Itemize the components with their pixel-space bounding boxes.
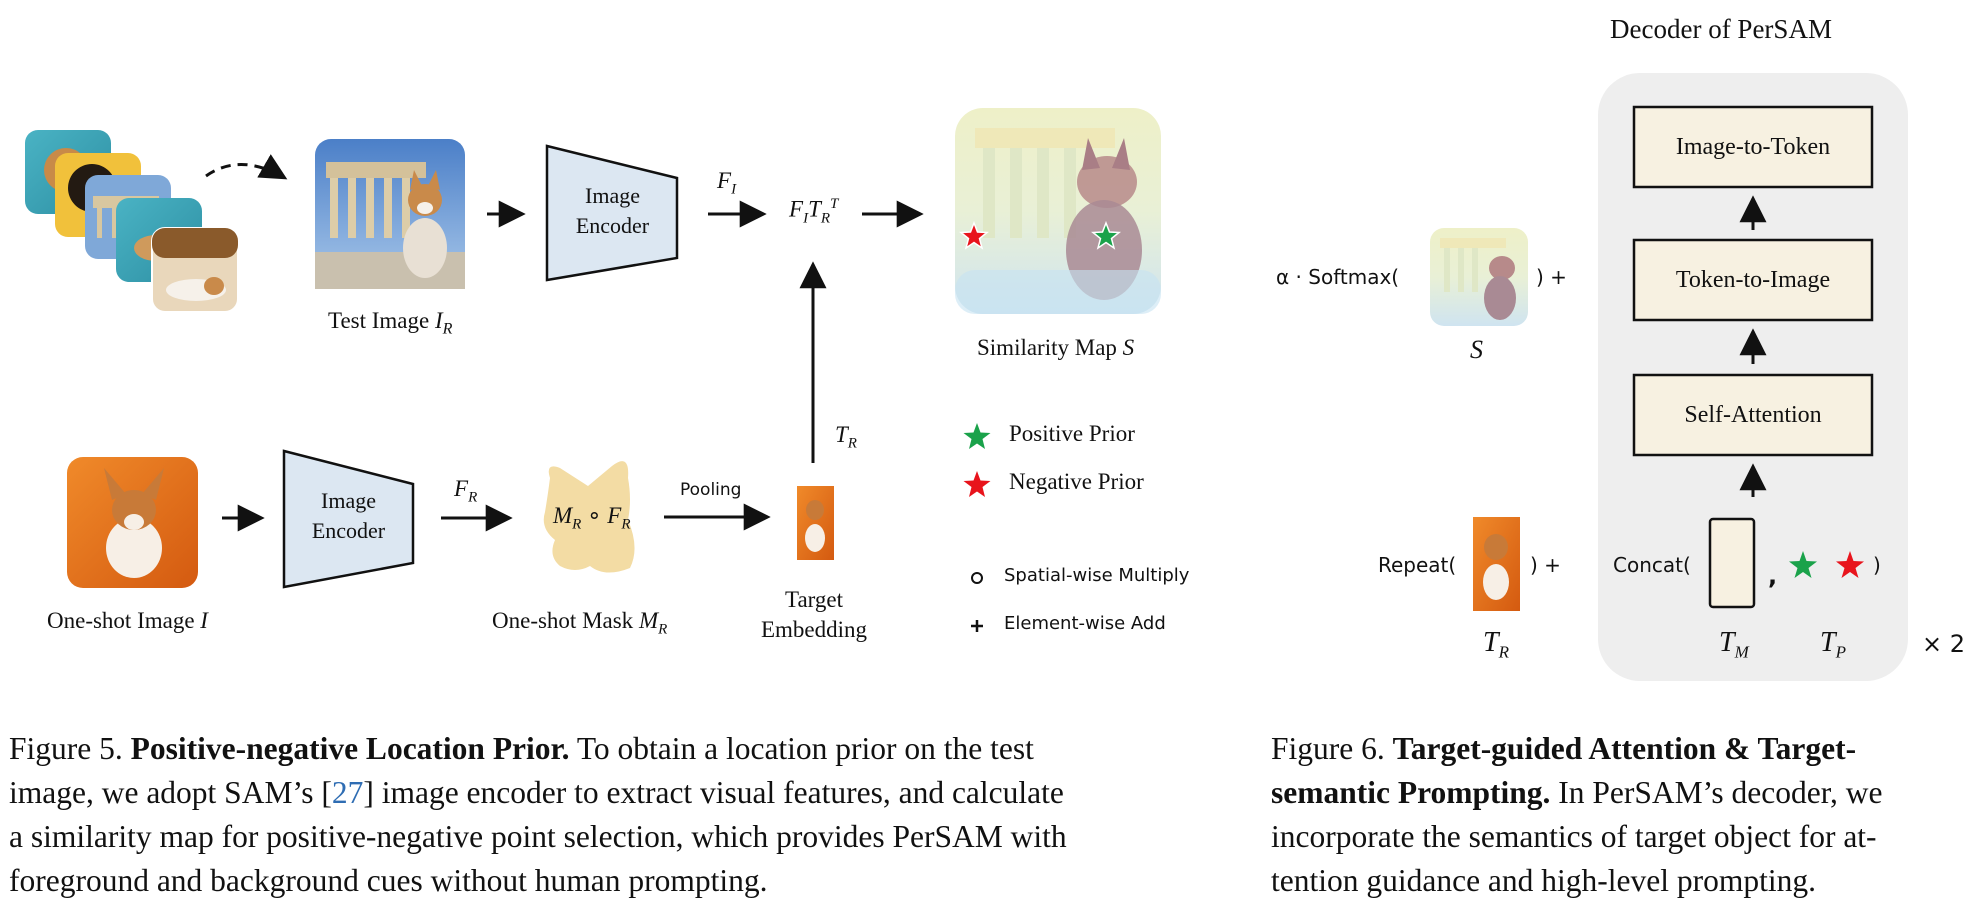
one-shot-image <box>67 457 198 588</box>
legend-negative-prior: Negative Prior <box>1009 469 1144 494</box>
tp-positive-star <box>1789 551 1817 578</box>
figure6-caption: Figure 6. Target-guided Attention & Targ… <box>1271 731 1883 898</box>
decoder-title: Decoder of PerSAM <box>1610 14 1832 44</box>
positive-prior-star <box>963 423 991 449</box>
block-image-to-token <box>1632 105 1874 189</box>
product-ftr-label: FITRT <box>789 196 839 227</box>
tm-symbol: TM <box>1719 627 1749 662</box>
mask-expression: MR ∘ FR <box>553 503 631 533</box>
negative-star-in-map <box>958 220 990 250</box>
pooling-label: Pooling <box>680 480 742 500</box>
target-embedding <box>797 486 834 560</box>
repeat-times-label: × 2 <box>1922 630 1966 658</box>
legend-positive-prior: Positive Prior <box>1009 421 1135 446</box>
fi-label: FI <box>717 168 737 198</box>
test-image <box>315 139 465 289</box>
tr-label: TR <box>835 422 857 452</box>
alpha-softmax-label: α · Softmax( <box>1276 265 1400 289</box>
spatial-multiply-glyph <box>971 572 983 584</box>
one-shot-mask <box>543 461 635 573</box>
dashed-arrow <box>205 154 288 180</box>
token-tm-box <box>1708 517 1756 609</box>
concat-label: Concat( <box>1613 553 1691 577</box>
tp-negative-star <box>1836 551 1864 578</box>
legend-element-add: Element-wise Add <box>1004 613 1166 634</box>
repeat-close-plus: ) + <box>1530 553 1561 577</box>
element-add-glyph <box>971 620 983 632</box>
tp-symbol: TP <box>1820 627 1846 662</box>
concat-comma: , <box>1768 562 1778 590</box>
similarity-map <box>955 108 1161 314</box>
softmax-close-plus: ) + <box>1536 265 1567 289</box>
target-embedding-small <box>1473 517 1520 611</box>
similarity-map-label: Similarity Map S <box>977 335 1135 360</box>
image-encoder-bottom-label: Image Encoder <box>311 488 386 543</box>
image-encoder-top <box>545 144 679 282</box>
block-token-to-image <box>1632 238 1874 322</box>
s-symbol: S <box>1470 335 1483 364</box>
similarity-map-small <box>1430 228 1528 326</box>
test-image-label: Test Image IR <box>328 308 453 338</box>
block-self-attention-label: Self-Attention <box>1684 402 1822 428</box>
fr-label: FR <box>454 476 478 506</box>
repeat-label: Repeat( <box>1378 553 1457 577</box>
negative-prior-star <box>963 471 991 497</box>
citation-link[interactable]: 27 <box>331 775 364 810</box>
tr-symbol: TR <box>1483 627 1509 662</box>
one-shot-image-label: One-shot Image I <box>47 608 208 633</box>
block-image-to-token-label: Image-to-Token <box>1675 134 1831 160</box>
image-encoder-bottom <box>282 449 415 589</box>
one-shot-mask-label: One-shot Mask MR <box>492 608 668 638</box>
figure5-caption: Figure 5. Positive-negative Location Pri… <box>9 731 1067 898</box>
positive-star-in-map <box>1090 220 1122 250</box>
block-token-to-image-label: Token-to-Image <box>1675 267 1831 293</box>
legend-spatial-multiply: Spatial-wise Multiply <box>1004 565 1190 586</box>
concat-close: ) <box>1873 553 1881 577</box>
reference-image-stack <box>25 130 239 313</box>
image-encoder-top-label: Image Encoder <box>575 183 650 238</box>
block-self-attention <box>1632 373 1874 457</box>
